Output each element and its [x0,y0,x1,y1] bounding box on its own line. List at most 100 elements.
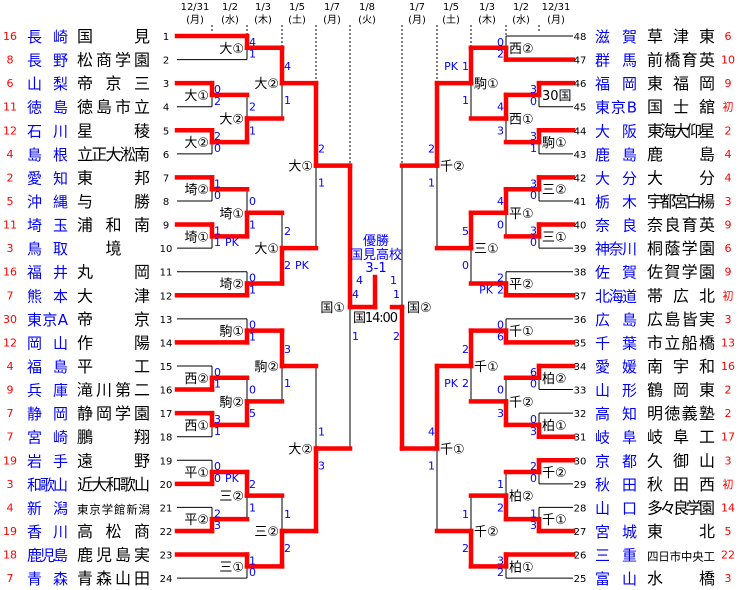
school-name: 鹿島 [647,145,715,164]
team-number: 21 [160,503,173,514]
header-day: (月) [408,14,426,26]
match-label: 三① [219,560,244,575]
score-bottom: 2 [497,283,504,296]
team-number: 32 [574,409,587,420]
prefecture: 石川 [27,122,68,140]
score-top: 0 [214,366,221,379]
appearance-count: 16 [3,30,17,43]
team-number: 29 [574,480,587,491]
score-top: 3 [214,413,221,426]
appearance-count: 16 [3,266,17,279]
school-name: 与勝 [77,192,150,211]
score-top: 1 [393,288,400,301]
team-number: 17 [160,409,173,420]
team-number: 18 [160,433,173,444]
team-number: 46 [574,79,587,90]
header-day: (月) [323,14,341,26]
header-date: 1/2 [222,2,238,13]
score-bottom: 1 [249,124,256,137]
score-top: 5 [462,225,469,238]
prefecture: 山口 [595,499,637,517]
school-name: 草津東 [647,27,715,46]
school-name: 青森山田 [77,569,150,588]
appearance-count: 10 [721,54,735,67]
header-day: (水) [512,14,530,26]
match-label: 西① [509,112,534,127]
appearance-count: 14 [721,501,735,514]
appearance-count: 2 [725,124,732,137]
school-name: 東北 [647,522,715,541]
appearance-count: 6 [725,30,732,43]
team-number: 24 [160,574,173,585]
score-top: 6 [530,366,537,379]
prefecture: 高知 [595,405,637,423]
appearance-count: 3 [725,195,732,208]
school-name: 宇都宮白楊 [647,192,715,211]
pk-mark: PK [479,283,494,296]
match-label: 千① [440,442,465,457]
prefecture: 鳥取 [27,240,68,258]
appearance-count: 18 [3,549,17,562]
team-number: 41 [574,197,587,208]
team-number: 4 [163,103,169,114]
match-label: 平① [509,207,534,222]
header-date: 1/7 [324,2,340,13]
school-name: 奈良育英 [647,216,715,235]
match-label: 西② [184,372,209,387]
prefecture: 青森 [27,570,68,588]
school-name: 水橋 [647,569,715,588]
team-number: 30 [574,456,587,467]
appearance-count: 3 [7,478,14,491]
school-name: 静岡学園 [77,404,150,423]
score-bottom: 0 [530,378,537,391]
score-top: 2 [249,101,256,114]
score-bottom: 1 [428,459,435,472]
prefecture: 新潟 [27,499,68,517]
prefecture: 栃木 [595,193,637,211]
score-bottom: 3 [214,519,221,532]
prefecture: 埼玉 [27,217,68,235]
header-date: 1/3 [479,2,495,13]
prefecture: 静岡 [27,405,68,423]
school-name: 帝京三 [77,74,150,93]
prefecture: 山梨 [27,75,68,93]
score-top: 0 [249,272,256,285]
score-top: 3 [497,554,504,567]
score-top: 1 [284,508,291,521]
score-bottom: 3 [318,459,325,472]
team-number: 47 [574,56,587,67]
match-label: 大① [288,160,313,175]
header-date: 12/31 [181,2,210,13]
champion-name: 国見高校 [350,247,402,263]
appearance-count: 17 [721,431,735,444]
score-bottom: 0 [214,472,221,485]
school-name: 広島皆実 [647,310,715,329]
match-label: 西② [509,42,534,57]
round-divider-lines [211,25,540,166]
score-top: 4 [497,195,504,208]
score-bottom: 0 [249,566,256,579]
school-name: 南宇和 [647,357,715,376]
school-name: 遠野 [77,451,150,470]
pk-mark: PK [225,236,240,249]
score-bottom: 1 [214,236,221,249]
score-top: 2 [214,130,221,143]
match-label: 千② [509,395,534,410]
score-top: 1 [462,508,469,521]
prefecture: 東京A [27,311,69,329]
match-label: 大① [184,89,209,104]
school-name: 滝川第二 [77,381,150,400]
prefecture: 大分 [595,169,637,187]
score-top: 0 [249,319,256,332]
score-bottom: 3 [530,519,537,532]
team-number: 37 [574,291,587,302]
appearance-count: 初 [723,100,734,114]
match-label: 埼② [219,277,244,292]
score-bottom: 1 [462,94,469,107]
appearance-count: 4 [725,171,732,184]
school-name: 鵬翔 [77,428,150,447]
school-name: 鹿児島実 [77,546,150,565]
score-bottom: 1 [214,378,221,391]
match-label: 駒② [254,360,279,375]
match-label: 千① [474,360,499,375]
